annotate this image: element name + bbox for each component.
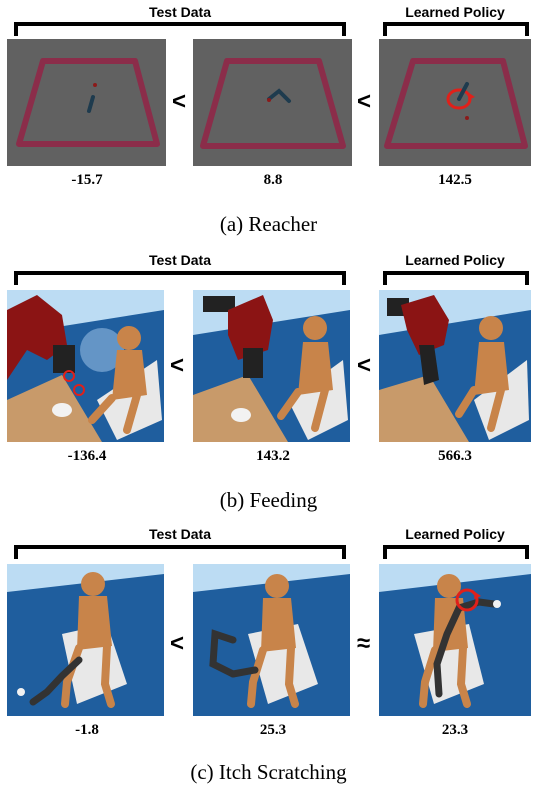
score-itch-2: 25.3 bbox=[259, 722, 287, 738]
test-data-label: Test Data bbox=[149, 526, 211, 542]
score-feeding-3: 566.3 bbox=[438, 448, 472, 464]
comparator-1: < bbox=[170, 352, 185, 379]
itch-panel-1 bbox=[7, 564, 164, 716]
feeding-panel-2 bbox=[193, 290, 350, 442]
learned-policy-bracket bbox=[383, 545, 529, 559]
learned-policy-label: Learned Policy bbox=[405, 526, 505, 542]
caption-reacher: (a) Reacher bbox=[219, 212, 318, 236]
test-data-label: Test Data bbox=[149, 252, 211, 268]
score-feeding-2: 143.2 bbox=[256, 448, 290, 464]
row-itch-scratching: Test Data Learned Policy < ≈ bbox=[0, 522, 537, 786]
score-itch-3: 23.3 bbox=[441, 722, 469, 738]
itch-panel-2 bbox=[193, 564, 350, 716]
test-data-bracket bbox=[14, 545, 346, 559]
comparator-1: < bbox=[172, 88, 187, 115]
caption-itch-scratching: (c) Itch Scratching bbox=[190, 760, 347, 784]
comparator-2: < bbox=[357, 352, 372, 379]
score-reacher-3: 142.5 bbox=[438, 172, 472, 188]
comparator-2: ≈ bbox=[357, 630, 371, 657]
row-reacher: Test Data Learned Policy < < bbox=[0, 0, 537, 240]
row-feeding: Test Data Learned Policy < bbox=[0, 248, 537, 518]
test-data-label: Test Data bbox=[149, 4, 211, 20]
comparator-1: < bbox=[170, 630, 185, 657]
reacher-panel-1 bbox=[7, 39, 166, 166]
learned-policy-label: Learned Policy bbox=[405, 4, 505, 20]
learned-policy-bracket bbox=[383, 22, 529, 36]
test-data-bracket bbox=[14, 22, 346, 36]
reacher-panel-3 bbox=[379, 39, 531, 166]
reacher-panel-2 bbox=[193, 39, 352, 166]
learned-policy-bracket bbox=[383, 271, 529, 285]
score-reacher-1: -15.7 bbox=[71, 172, 103, 188]
learned-policy-label: Learned Policy bbox=[405, 252, 505, 268]
feeding-panel-1 bbox=[7, 290, 164, 442]
comparator-2: < bbox=[357, 88, 372, 115]
itch-panel-3 bbox=[379, 564, 531, 716]
score-itch-1: -1.8 bbox=[75, 722, 99, 738]
score-reacher-2: 8.8 bbox=[263, 172, 283, 188]
test-data-bracket bbox=[14, 271, 346, 285]
feeding-panel-3 bbox=[379, 290, 531, 442]
caption-feeding: (b) Feeding bbox=[219, 488, 318, 512]
score-feeding-1: -136.4 bbox=[67, 448, 107, 464]
